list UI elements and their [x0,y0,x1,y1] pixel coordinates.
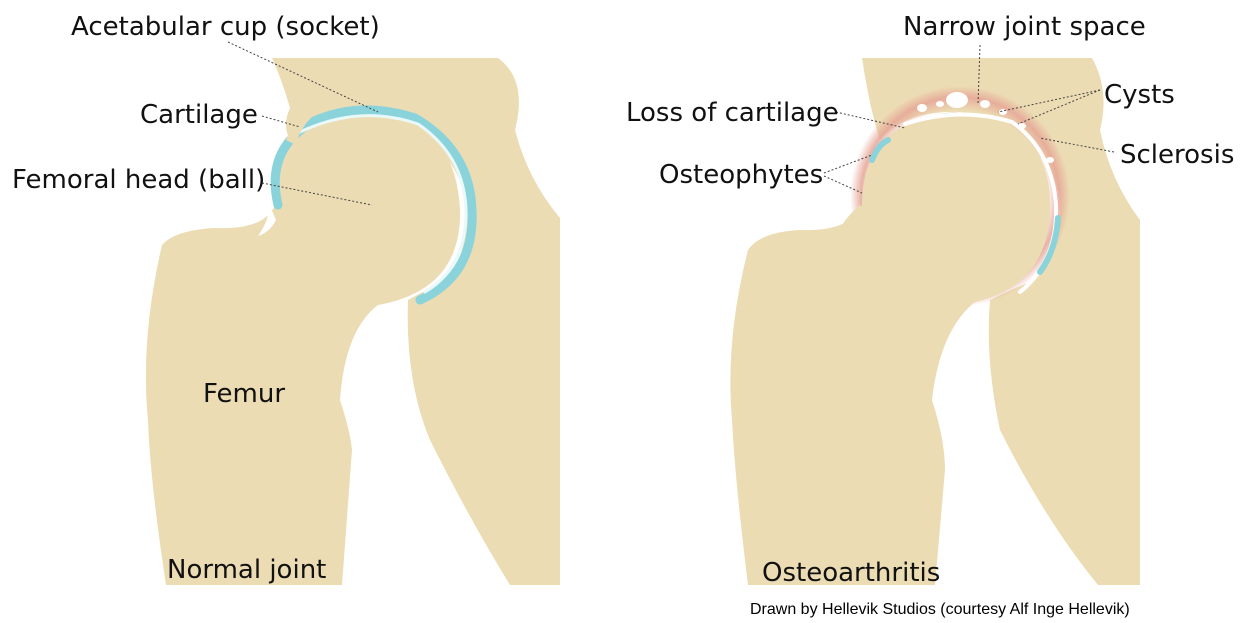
oa-cyst [946,92,968,108]
label-sclerosis: Sclerosis [1120,142,1234,168]
label-femoral-head: Femoral head (ball) [12,167,265,193]
normal-joint-drawing [146,58,560,585]
oa-cyst [1046,157,1054,163]
credit-line: Drawn by Hellevik Studios (courtesy Alf … [750,602,1130,618]
label-loss-of-cartilage: Loss of cartilage [626,100,839,126]
label-narrow-joint-space: Narrow joint space [903,14,1146,40]
oa-cyst [980,100,990,108]
label-cartilage: Cartilage [140,102,258,128]
label-osteophytes: Osteophytes [659,162,823,188]
label-cysts: Cysts [1104,82,1175,108]
label-acetabular-cup: Acetabular cup (socket) [71,14,380,40]
oa-joint-drawing [730,58,1140,585]
caption-normal-joint: Normal joint [167,557,326,583]
oa-cyst [917,104,927,112]
oa-cyst [1018,123,1026,129]
caption-osteoarthritis: Osteoarthritis [762,560,940,586]
oa-cyst [936,101,944,107]
label-femur: Femur [203,381,285,407]
